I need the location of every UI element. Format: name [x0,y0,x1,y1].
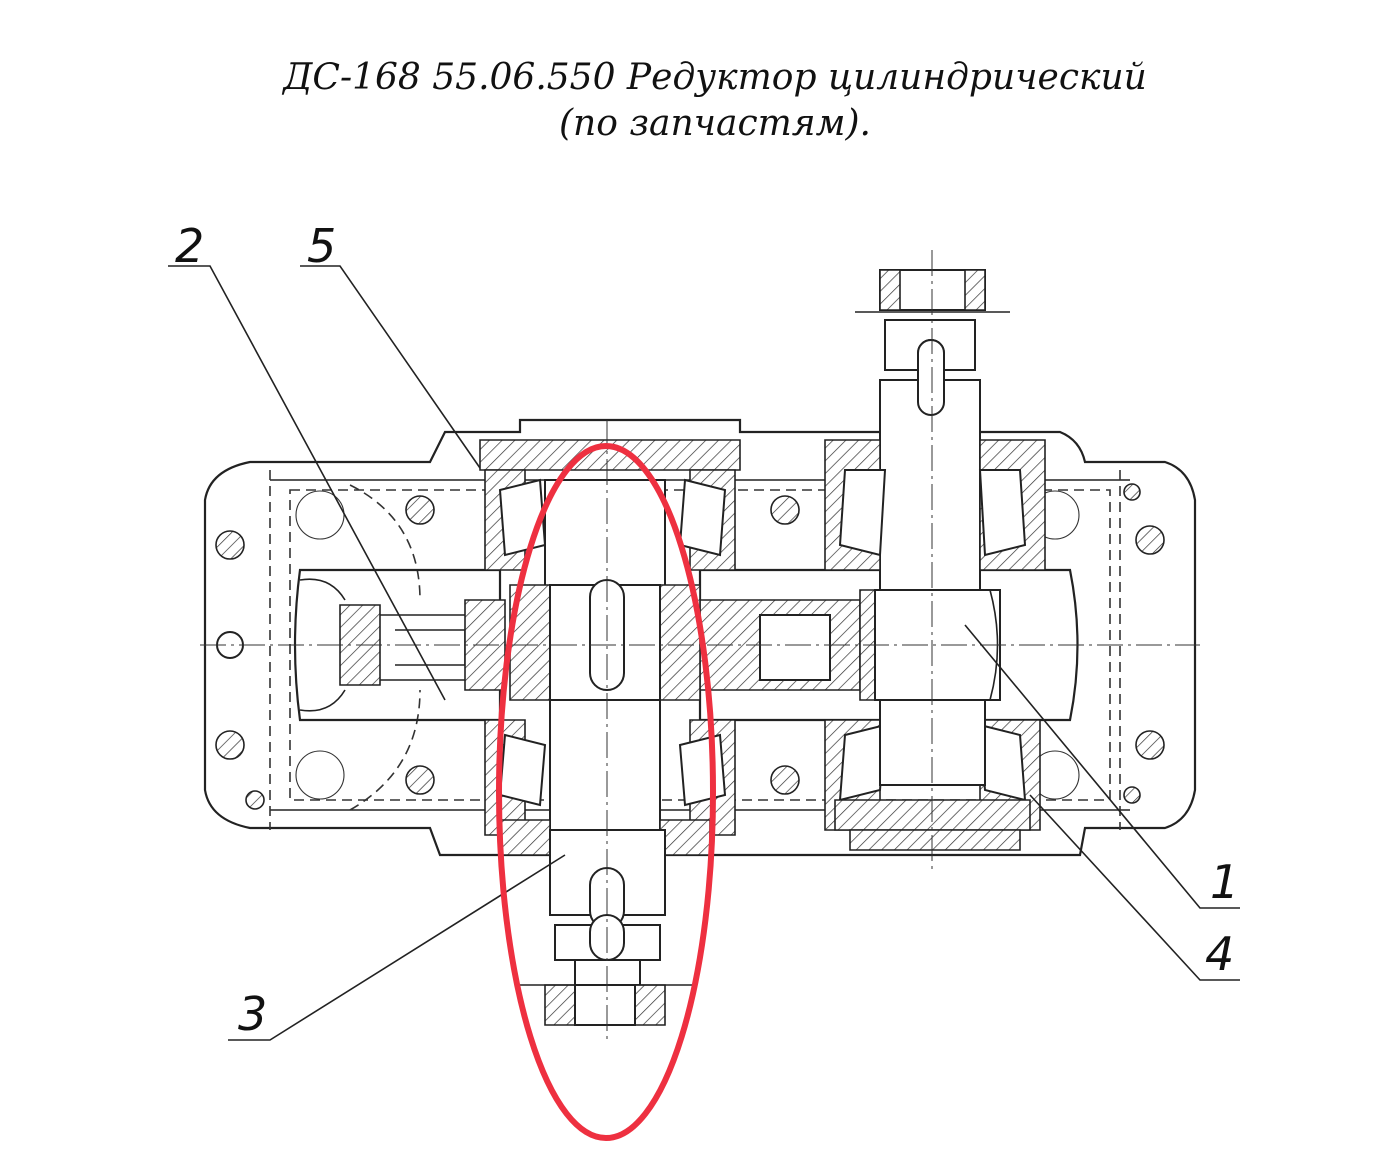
housing-bolts [215,483,1165,810]
callout-3: 3 [238,987,267,1041]
drawing-title-line-1: ДС-168 55.06.550 Редуктор цилиндрический [283,57,1147,98]
shaft-1-assembly [824,269,1046,851]
highlight-ellipse [496,443,716,1141]
callout-5: 5 [307,219,336,273]
callout-4: 4 [1205,927,1234,981]
callout-2: 2 [175,219,204,273]
drawing-title-line-2: (по запчастям). [559,103,871,144]
callout-1: 1 [1210,855,1239,909]
leader-lines [168,265,1240,1041]
